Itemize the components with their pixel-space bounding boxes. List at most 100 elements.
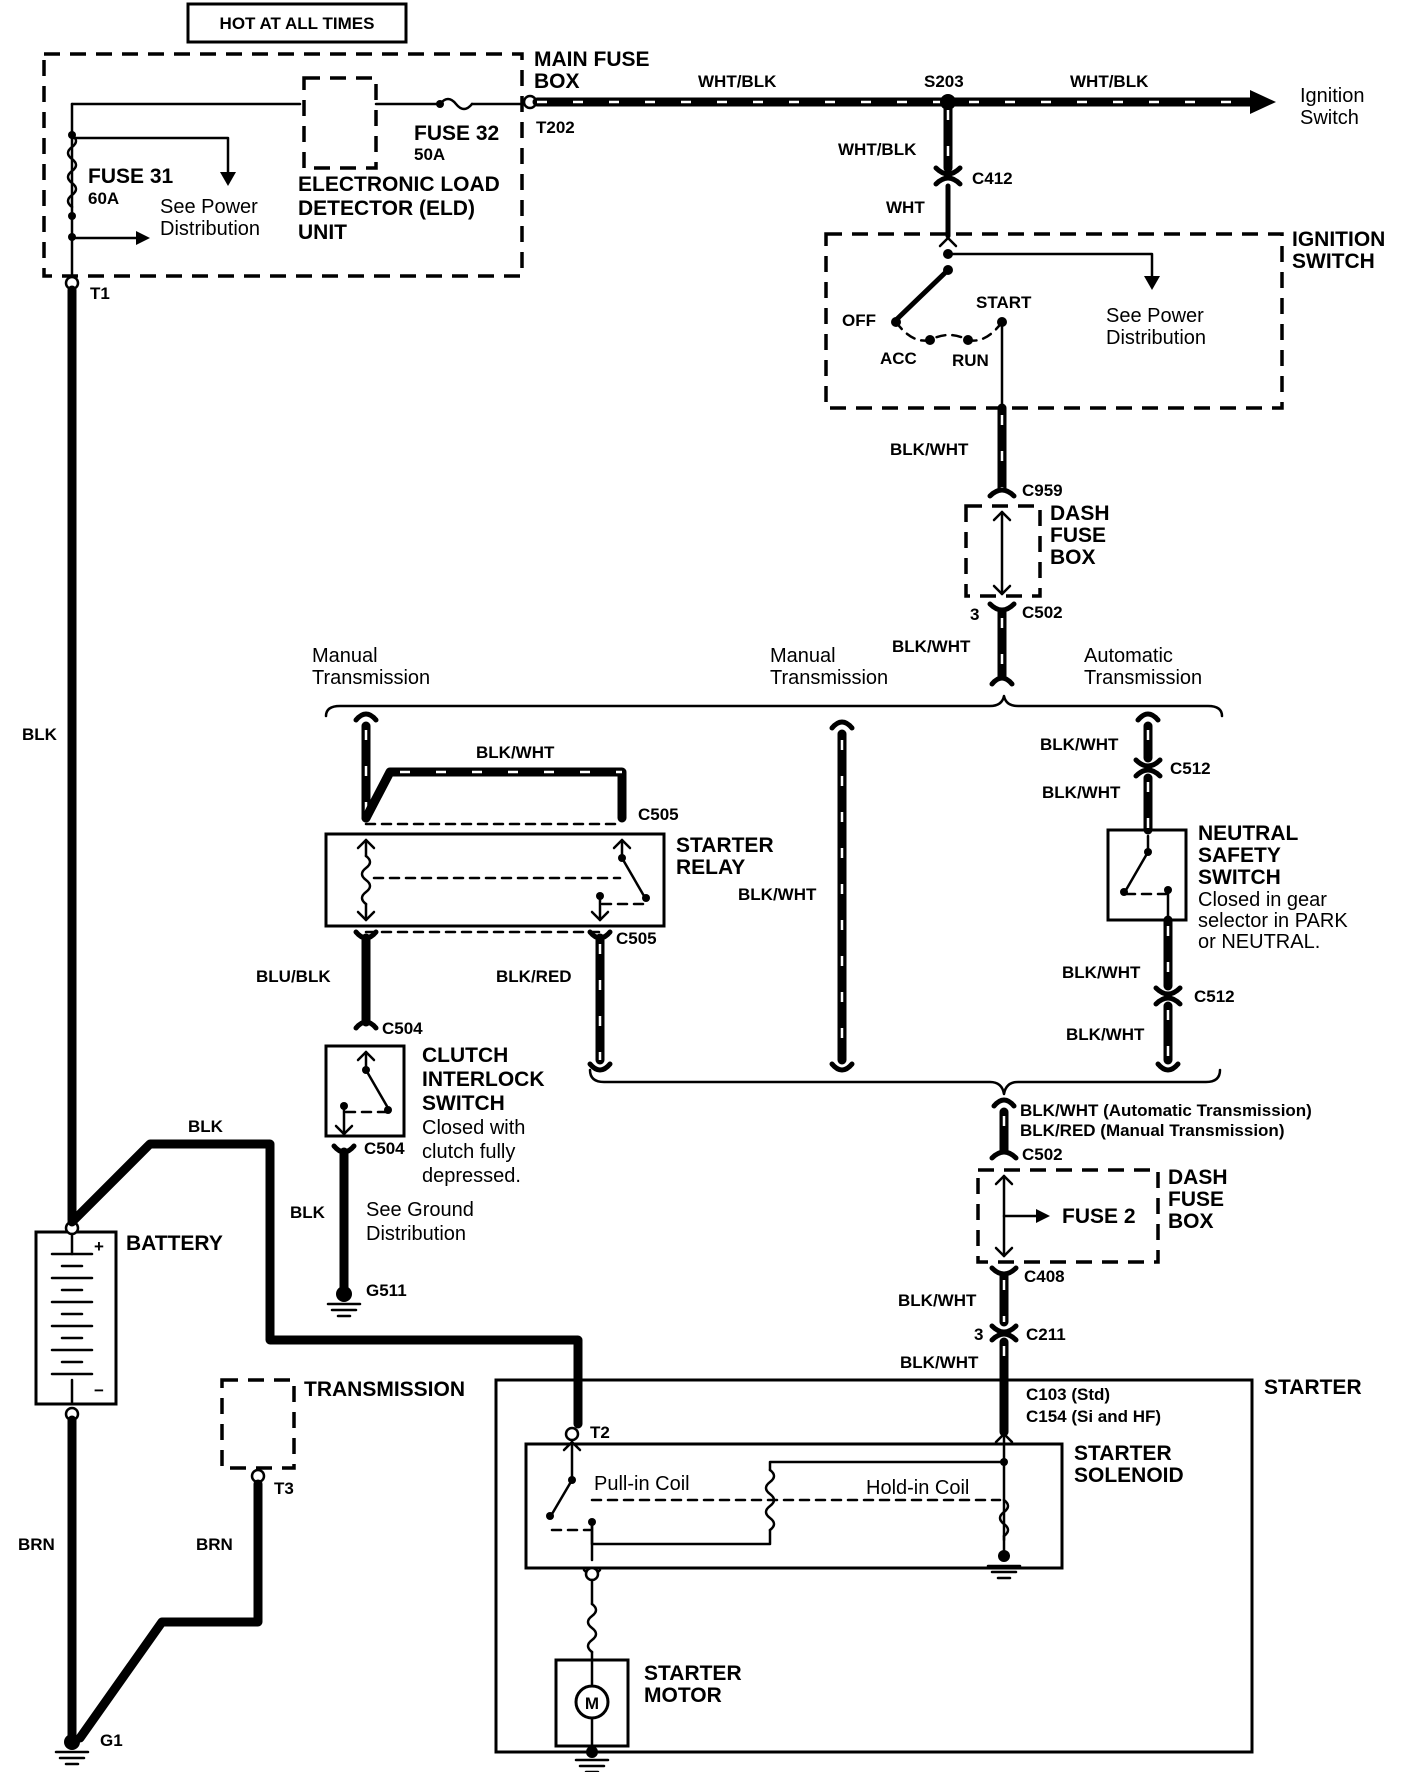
svg-text:Distribution: Distribution [160, 218, 260, 240]
svg-text:FUSE: FUSE [1168, 1188, 1224, 1211]
svg-text:or NEUTRAL.: or NEUTRAL. [1198, 931, 1320, 953]
svg-text:C154 (Si and HF): C154 (Si and HF) [1026, 1407, 1161, 1426]
battery: + − BATTERY [34, 1220, 223, 1422]
svg-text:WHT: WHT [886, 198, 925, 217]
svg-text:BATTERY: BATTERY [126, 1232, 223, 1255]
svg-text:Transmission: Transmission [770, 667, 888, 689]
main-fuse-box: MAIN FUSE BOX FUSE 31 60A See Power Dist… [42, 48, 650, 303]
svg-text:SWITCH: SWITCH [422, 1092, 505, 1115]
svg-text:Ignition: Ignition [1300, 85, 1365, 107]
blu-blk-wire: BLU/BLK C504 [256, 929, 423, 1038]
svg-text:BRN: BRN [18, 1535, 55, 1554]
svg-text:C408: C408 [1024, 1267, 1065, 1286]
svg-text:BLK/RED (Manual Transmission): BLK/RED (Manual Transmission) [1020, 1121, 1284, 1140]
svg-text:SOLENOID: SOLENOID [1074, 1464, 1184, 1487]
svg-text:FUSE: FUSE [1050, 524, 1106, 547]
blk-wire-battery-to-main-fuse: BLK [22, 285, 77, 1225]
svg-text:T1: T1 [90, 284, 110, 303]
merged-wire-to-dash-fuse-2: BLK/WHT (Automatic Transmission) BLK/RED… [989, 1097, 1312, 1164]
transmission-ground: T3 TRANSMISSION BRN [75, 1378, 465, 1743]
svg-text:Closed with: Closed with [422, 1117, 525, 1139]
svg-text:FUSE 2: FUSE 2 [1062, 1205, 1136, 1228]
svg-text:Pull-in Coil: Pull-in Coil [594, 1473, 690, 1495]
svg-text:C502: C502 [1022, 1145, 1063, 1164]
svg-text:BLK/WHT (Automatic Transmissio: BLK/WHT (Automatic Transmission) [1020, 1101, 1312, 1120]
svg-text:Hold-in Coil: Hold-in Coil [866, 1477, 969, 1499]
manual-direct-blk-wht-wire: BLK/WHT [738, 719, 855, 1073]
svg-text:Manual: Manual [770, 645, 836, 667]
svg-text:See Power: See Power [1106, 305, 1204, 327]
svg-text:BLK: BLK [22, 725, 58, 744]
wht-wire-to-ignition: WHT/BLK C412 WHT [838, 97, 1013, 239]
svg-text:BLK/RED: BLK/RED [496, 967, 572, 986]
blk-ground-wire-g511: C504 BLK See Ground Distribution G511 [290, 1139, 474, 1318]
svg-text:DASH: DASH [1050, 502, 1110, 525]
svg-text:BLK/WHT: BLK/WHT [1066, 1025, 1145, 1044]
blk-red-wire: BLK/RED [496, 929, 613, 1073]
svg-text:BLK/WHT: BLK/WHT [476, 743, 555, 762]
svg-text:MAIN FUSE: MAIN FUSE [534, 48, 650, 71]
svg-text:IGNITION: IGNITION [1292, 228, 1385, 251]
dash-fuse-box-lower: FUSE 2 DASH FUSE BOX [976, 1166, 1228, 1264]
svg-text:WHT/BLK: WHT/BLK [1070, 72, 1149, 91]
svg-text:STARTER: STARTER [644, 1662, 742, 1685]
svg-text:BLK/WHT: BLK/WHT [738, 885, 817, 904]
svg-text:G1: G1 [100, 1731, 123, 1750]
svg-text:See Power: See Power [160, 196, 258, 218]
svg-text:60A: 60A [88, 189, 119, 208]
svg-text:S203: S203 [924, 72, 964, 91]
svg-text:BLK/WHT: BLK/WHT [1042, 783, 1121, 802]
svg-text:T3: T3 [274, 1479, 294, 1498]
svg-text:SWITCH: SWITCH [1198, 866, 1281, 889]
svg-text:C505: C505 [616, 929, 657, 948]
svg-text:clutch fully: clutch fully [422, 1141, 515, 1163]
svg-text:C505: C505 [638, 805, 679, 824]
svg-text:INTERLOCK: INTERLOCK [422, 1068, 545, 1091]
svg-text:C103 (Std): C103 (Std) [1026, 1385, 1110, 1404]
svg-text:CLUTCH: CLUTCH [422, 1044, 508, 1067]
automatic-branch: BLK/WHT C512 BLK/WHT [1040, 711, 1211, 835]
starter-solenoid: T2 STARTER SOLENOID Pull-in Coil Hold-in… [524, 1423, 1184, 1580]
svg-text:See Ground: See Ground [366, 1199, 474, 1221]
svg-text:FUSE 32: FUSE 32 [414, 122, 499, 145]
svg-text:WHT/BLK: WHT/BLK [838, 140, 917, 159]
hot-at-all-times-label: HOT AT ALL TIMES [186, 2, 408, 44]
svg-text:UNIT: UNIT [298, 221, 347, 244]
svg-text:Switch: Switch [1300, 107, 1359, 129]
svg-text:Transmission: Transmission [1084, 667, 1202, 689]
clutch-interlock-switch: CLUTCH INTERLOCK SWITCH Closed with clut… [324, 1044, 545, 1187]
svg-text:Automatic: Automatic [1084, 645, 1173, 667]
svg-text:NEUTRAL: NEUTRAL [1198, 822, 1298, 845]
starter-assembly: STARTER [494, 1376, 1362, 1754]
svg-text:+: + [94, 1237, 104, 1256]
svg-text:C504: C504 [364, 1139, 405, 1158]
svg-text:BLK/WHT: BLK/WHT [1062, 963, 1141, 982]
svg-text:BLK/WHT: BLK/WHT [1040, 735, 1119, 754]
svg-text:FUSE 31: FUSE 31 [88, 165, 174, 188]
svg-text:ACC: ACC [880, 349, 917, 368]
svg-text:BLK: BLK [290, 1203, 326, 1222]
svg-text:3: 3 [974, 1325, 983, 1344]
svg-text:ELECTRONIC LOAD: ELECTRONIC LOAD [298, 173, 500, 196]
svg-text:Manual: Manual [312, 645, 378, 667]
svg-text:BLK/WHT: BLK/WHT [890, 440, 969, 459]
svg-text:BLK/WHT: BLK/WHT [898, 1291, 977, 1310]
svg-text:Transmission: Transmission [312, 667, 430, 689]
neutral-switch-output-wire: BLK/WHT C512 BLK/WHT [1062, 915, 1235, 1073]
svg-text:C512: C512 [1170, 759, 1211, 778]
svg-text:BOX: BOX [1168, 1210, 1214, 1233]
svg-text:C502: C502 [1022, 603, 1063, 622]
svg-text:MOTOR: MOTOR [644, 1684, 722, 1707]
dash-fuse-box-upper: DASH FUSE BOX 3 C502 [964, 502, 1110, 624]
svg-text:C412: C412 [972, 169, 1013, 188]
svg-text:START: START [976, 293, 1032, 312]
svg-text:SAFETY: SAFETY [1198, 844, 1281, 867]
svg-text:BLK: BLK [188, 1117, 224, 1136]
blk-wht-wire-to-starter: C408 BLK/WHT 3 C211 BLK/WHT C103 (Std) C… [898, 1265, 1161, 1437]
svg-text:BLU/BLK: BLU/BLK [256, 967, 331, 986]
svg-text:HOT AT ALL TIMES: HOT AT ALL TIMES [220, 14, 375, 33]
starter-relay-branch: BLK/WHT C505 [353, 711, 679, 826]
svg-text:C504: C504 [382, 1019, 423, 1038]
svg-text:C211: C211 [1026, 1325, 1066, 1344]
